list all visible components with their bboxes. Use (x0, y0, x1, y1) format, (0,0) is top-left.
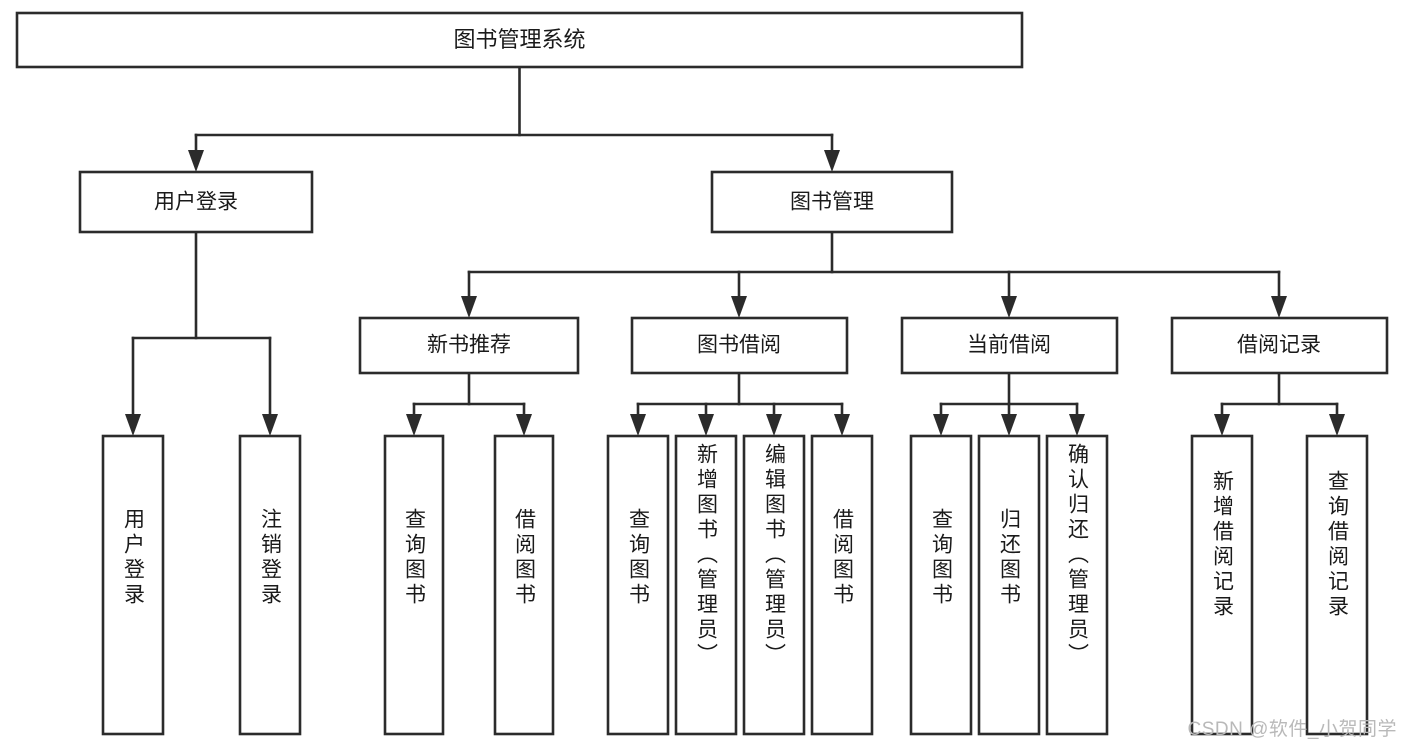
arrow-head-nbr-leaf-1 (406, 414, 422, 436)
node-label-borrow-record: 借阅记录 (1237, 334, 1321, 357)
node-box-new-book-recommend[interactable] (358, 316, 580, 375)
leaf-box-bb-edit-book[interactable] (742, 434, 806, 736)
leaf-box-cb-return-book[interactable] (977, 434, 1041, 736)
leaf-box-cb-query-book[interactable] (909, 434, 973, 736)
leaf-box-bb-borrow-book[interactable] (810, 434, 874, 736)
node-label-user-login: 用户登录 (154, 191, 238, 214)
watermark-text: CSDN @软件_小贺同学 (1187, 719, 1397, 740)
node-label-current-borrow: 当前借阅 (967, 334, 1051, 357)
node-box-borrow-record[interactable] (1170, 316, 1389, 375)
arrow-head-bb-leaf-3 (766, 414, 782, 436)
arrow-head-book-borrow (731, 296, 747, 318)
arrow-head-bb-leaf-4 (834, 414, 850, 436)
node-label-book-borrow: 图书借阅 (697, 334, 781, 357)
arrow-head-user-login (188, 150, 204, 172)
node-box-book-borrow[interactable] (630, 316, 849, 375)
arrow-head-borrow-record (1271, 296, 1287, 318)
node-box-root[interactable] (15, 11, 1024, 69)
leaf-box-bb-add-book[interactable] (674, 434, 738, 736)
leaf-box-nbr-query-book[interactable] (383, 434, 445, 736)
leaf-box-bb-query-book[interactable] (606, 434, 670, 736)
node-label-book-manage: 图书管理 (790, 191, 874, 214)
arrow-head-cb-leaf-2 (1001, 414, 1017, 436)
arrow-head-nbr-leaf-2 (516, 414, 532, 436)
leaf-box-logout[interactable] (238, 434, 302, 736)
leaf-box-user-login[interactable] (101, 434, 165, 736)
node-box-book-manage[interactable] (710, 170, 954, 234)
leaf-box-br-query-record[interactable] (1305, 434, 1369, 736)
arrow-head-br-leaf-2 (1329, 414, 1345, 436)
arrow-head-br-leaf-1 (1214, 414, 1230, 436)
arrow-head-leaf-logout (262, 414, 278, 436)
arrow-head-current-borrow (1001, 296, 1017, 318)
node-label-root: 图书管理系统 (453, 27, 585, 52)
arrow-head-leaf-user-login (125, 414, 141, 436)
node-box-current-borrow[interactable] (900, 316, 1119, 375)
arrow-head-cb-leaf-3 (1069, 414, 1085, 436)
leaf-box-cb-confirm-return[interactable] (1045, 434, 1109, 736)
leaf-box-nbr-borrow-book[interactable] (493, 434, 555, 736)
node-label-new-book-recommend: 新书推荐 (427, 334, 511, 357)
arrow-head-bb-leaf-2 (698, 414, 714, 436)
node-box-user-login[interactable] (78, 170, 314, 234)
arrow-head-cb-leaf-1 (933, 414, 949, 436)
arrow-head-new-book (461, 296, 477, 318)
arrow-head-book-manage (824, 150, 840, 172)
leaf-box-br-add-record[interactable] (1190, 434, 1254, 736)
arrow-head-bb-leaf-1 (630, 414, 646, 436)
